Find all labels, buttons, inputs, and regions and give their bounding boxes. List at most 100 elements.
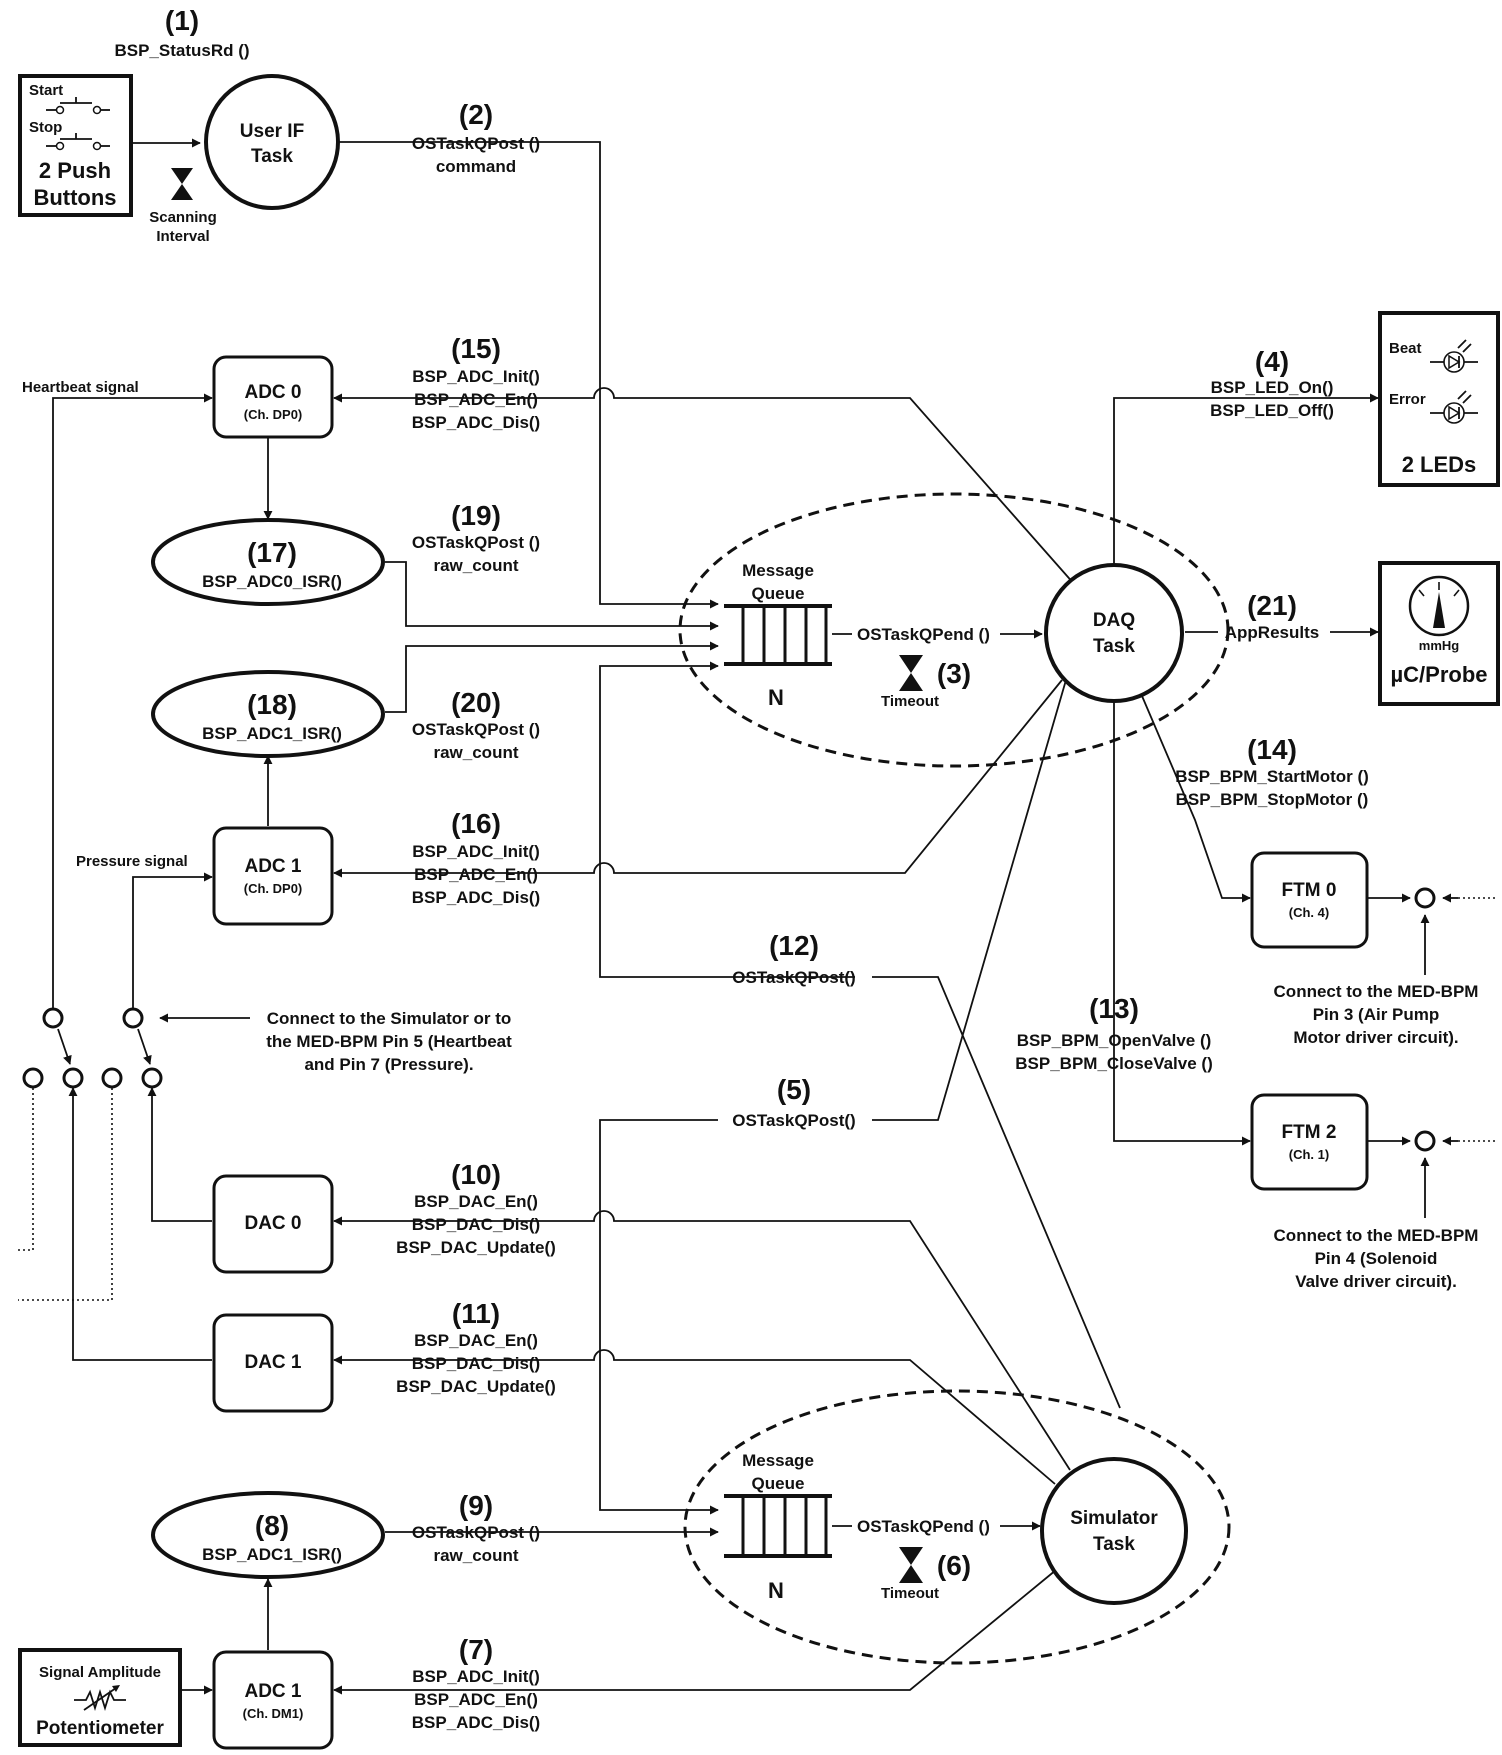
- dac0-block: DAC 0: [212, 1174, 334, 1274]
- dac-dis-call-10: BSP_DAC_Dis(): [412, 1215, 540, 1234]
- adc-dis-call-7: BSP_ADC_Dis(): [412, 1713, 540, 1732]
- daq-task-label-2: Task: [1093, 636, 1135, 657]
- daq-queue-depth: N: [768, 685, 784, 710]
- simulator-message-queue: Message Queue N: [724, 1451, 832, 1603]
- heartbeat-signal-label: Heartbeat signal: [22, 379, 139, 396]
- sim-timeout-hourglass-icon: [899, 1547, 923, 1583]
- adc-init-call-15: BSP_ADC_Init(): [412, 367, 540, 386]
- dac-en-call-10: BSP_DAC_En(): [414, 1192, 538, 1211]
- scanning-interval-label-2: Interval: [156, 228, 209, 245]
- post-call-5: OSTaskQPost(): [732, 1111, 855, 1130]
- adc1-isr: (18) BSP_ADC1_ISR(): [151, 670, 385, 758]
- post-command-call: OSTaskQPost (): [412, 134, 540, 153]
- step-16-label: (16): [451, 808, 501, 839]
- connect-pump-line-2: Pin 3 (Air Pump: [1313, 1005, 1440, 1024]
- post-raw-arg-20: raw_count: [433, 743, 518, 762]
- dac1-title: DAC 1: [244, 1352, 301, 1373]
- external-heartbeat-terminal: [22, 1067, 44, 1089]
- external-pressure-terminal: [101, 1067, 123, 1089]
- start-label: Start: [29, 82, 63, 99]
- adc1-isr-name-top: BSP_ADC1_ISR(): [202, 724, 342, 743]
- post-raw-arg-19: raw_count: [433, 556, 518, 575]
- adc-en-call-16: BSP_ADC_En(): [414, 865, 538, 884]
- ftm2-block: FTM 2 (Ch. 1): [1250, 1093, 1369, 1191]
- user-if-task: User IF Task: [204, 74, 340, 210]
- error-label: Error: [1389, 391, 1426, 408]
- adc1-bottom-channel: (Ch. DM1): [243, 1706, 304, 1721]
- open-valve-call: BSP_BPM_OpenValve (): [1017, 1031, 1212, 1050]
- adc0-isr-name: BSP_ADC0_ISR(): [202, 572, 342, 591]
- post-raw-arg-9: raw_count: [433, 1546, 518, 1565]
- step-12-label: (12): [769, 930, 819, 961]
- start-switch-icon: [46, 97, 110, 115]
- adc0-title: ADC 0: [244, 382, 301, 403]
- beat-led-icon: [1430, 339, 1478, 373]
- adc-en-call-15: BSP_ADC_En(): [414, 390, 538, 409]
- adc1-bottom-title: ADC 1: [244, 1681, 301, 1702]
- adc-init-call-16: BSP_ADC_Init(): [412, 842, 540, 861]
- dac1-heartbeat-terminal: [62, 1067, 84, 1089]
- post-call-12: OSTaskQPost(): [732, 968, 855, 987]
- push-buttons-box: Start Stop 2 Push Buttons: [18, 74, 133, 217]
- scanning-interval-label-1: Scanning: [149, 209, 217, 226]
- daq-task-label-1: DAQ: [1093, 610, 1135, 631]
- adc1-bottom-isr: (8) BSP_ADC1_ISR(): [151, 1491, 385, 1579]
- two-leds-label: 2 LEDs: [1402, 452, 1477, 477]
- adc-init-call-7: BSP_ADC_Init(): [412, 1667, 540, 1686]
- scanning-hourglass-icon: [171, 168, 193, 200]
- step-8-label: (8): [255, 1510, 289, 1541]
- dac-en-call-11: BSP_DAC_En(): [414, 1331, 538, 1350]
- adc1-isr-name-bottom: BSP_ADC1_ISR(): [202, 1545, 342, 1564]
- dotted-wires: [18, 897, 1498, 1301]
- step-5-label: (5): [777, 1074, 811, 1105]
- connect-sim-line-1: Connect to the Simulator or to: [267, 1009, 512, 1028]
- adc1-bottom-block: ADC 1 (Ch. DM1): [212, 1650, 334, 1750]
- daq-task: DAQ Task: [1044, 563, 1184, 703]
- dac-update-call-10: BSP_DAC_Update(): [396, 1238, 556, 1257]
- daq-timeout-hourglass-icon: [899, 655, 923, 691]
- pressure-switch-terminal: [122, 1007, 144, 1029]
- potentiometer-icon: [74, 1685, 126, 1712]
- adc0-block: ADC 0 (Ch. DP0): [212, 355, 334, 439]
- simulator-task-boundary: [683, 1389, 1231, 1665]
- daq-queue-label-1: Message: [742, 561, 814, 580]
- post-raw-call-19: OSTaskQPost (): [412, 533, 540, 552]
- daq-pend-call: OSTaskQPend (): [857, 625, 990, 644]
- led-off-call: BSP_LED_Off(): [1210, 401, 1334, 420]
- pressure-signal-label: Pressure signal: [76, 853, 188, 870]
- ftm0-output-terminal: [1414, 887, 1436, 909]
- connect-pump-line-3: Motor driver circuit).: [1293, 1028, 1458, 1047]
- connect-pump-line-1: Connect to the MED-BPM: [1274, 982, 1479, 1001]
- adc0-channel: (Ch. DP0): [244, 407, 303, 422]
- dac0-pressure-terminal: [141, 1067, 163, 1089]
- connectors: [52, 138, 1458, 1695]
- potentiometer-box: Signal Amplitude Potentiometer: [18, 1648, 182, 1747]
- adc1-top-channel: (Ch. DP0): [244, 881, 303, 896]
- step-6-label: (6): [937, 1550, 971, 1581]
- probe-label: µC/Probe: [1390, 662, 1487, 687]
- probe-box: mmHg µC/Probe: [1378, 561, 1500, 706]
- gauge-icon: [1408, 575, 1470, 637]
- daq-timeout-label: Timeout: [881, 693, 939, 710]
- step-3-label: (3): [937, 658, 971, 689]
- dac0-title: DAC 0: [244, 1213, 301, 1234]
- adc-dis-call-15: BSP_ADC_Dis(): [412, 413, 540, 432]
- post-raw-call-20: OSTaskQPost (): [412, 720, 540, 739]
- status-read-call: BSP_StatusRd (): [114, 41, 249, 60]
- ftm0-title: FTM 0: [1282, 880, 1337, 901]
- daq-task-boundary: [678, 492, 1230, 768]
- step-18-label: (18): [247, 689, 297, 720]
- leds-box: Beat Error 2 LEDs: [1378, 311, 1500, 487]
- step-15-label: (15): [451, 333, 501, 364]
- adc0-isr: (17) BSP_ADC0_ISR(): [151, 518, 385, 606]
- dac1-block: DAC 1: [212, 1313, 334, 1413]
- post-raw-call-9: OSTaskQPost (): [412, 1523, 540, 1542]
- sim-queue-depth: N: [768, 1578, 784, 1603]
- signal-amplitude-label: Signal Amplitude: [39, 1664, 161, 1681]
- step-9-label: (9): [459, 1490, 493, 1521]
- potentiometer-label: Potentiometer: [36, 1718, 164, 1739]
- step-19-label: (19): [451, 500, 501, 531]
- step-21-label: (21): [1247, 590, 1297, 621]
- step-14-label: (14): [1247, 734, 1297, 765]
